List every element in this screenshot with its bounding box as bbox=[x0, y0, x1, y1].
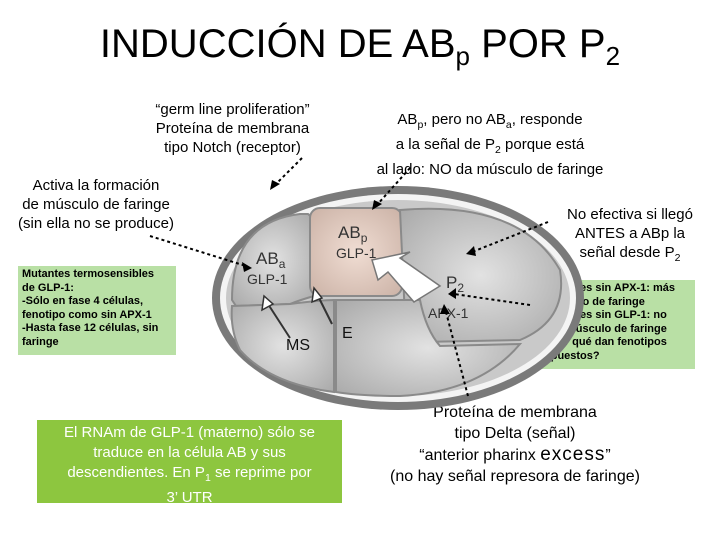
abp-glp1-label: GLP-1 bbox=[336, 245, 377, 261]
abp-response-label: ABp, pero no ABa, responde a la señal de… bbox=[376, 111, 604, 178]
abp-label: ABp bbox=[338, 223, 368, 245]
signal-arrow bbox=[371, 251, 442, 303]
e-label: E bbox=[342, 325, 353, 342]
activa-arrow bbox=[149, 235, 247, 267]
delta-arrow bbox=[445, 311, 469, 397]
rna-glp1-box: El RNAm de GLP-1 (materno) sólo se tradu… bbox=[37, 420, 342, 506]
no-efectiva-label: No efectiva si llegó ANTES a ABp la seña… bbox=[567, 206, 693, 264]
ms-label: MS bbox=[286, 337, 310, 354]
p2-label: P2 bbox=[446, 273, 464, 295]
slide-title: INDUCCIÓN DE ABp POR P2 bbox=[99, 22, 621, 71]
mutantes-glp1-box: Mutantes termosensibles de GLP-1: -Sólo … bbox=[18, 266, 176, 355]
germ-arrow bbox=[273, 157, 303, 187]
activa-label: Activa la formación de músculo de faring… bbox=[18, 177, 174, 232]
abp-arrow bbox=[375, 167, 411, 207]
ms-cell bbox=[230, 298, 335, 394]
no-efectiva-arrow bbox=[471, 221, 549, 253]
delta-signal-label: Proteína de membrana tipo Delta (señal) … bbox=[390, 404, 640, 485]
notch-receptor-label: “germ line proliferation” Proteína de me… bbox=[155, 101, 310, 156]
aba-label: ABa bbox=[256, 249, 286, 271]
mutantes-arrow bbox=[453, 293, 531, 306]
aba-glp1-label: GLP-1 bbox=[247, 271, 288, 287]
e-cell bbox=[335, 299, 523, 398]
